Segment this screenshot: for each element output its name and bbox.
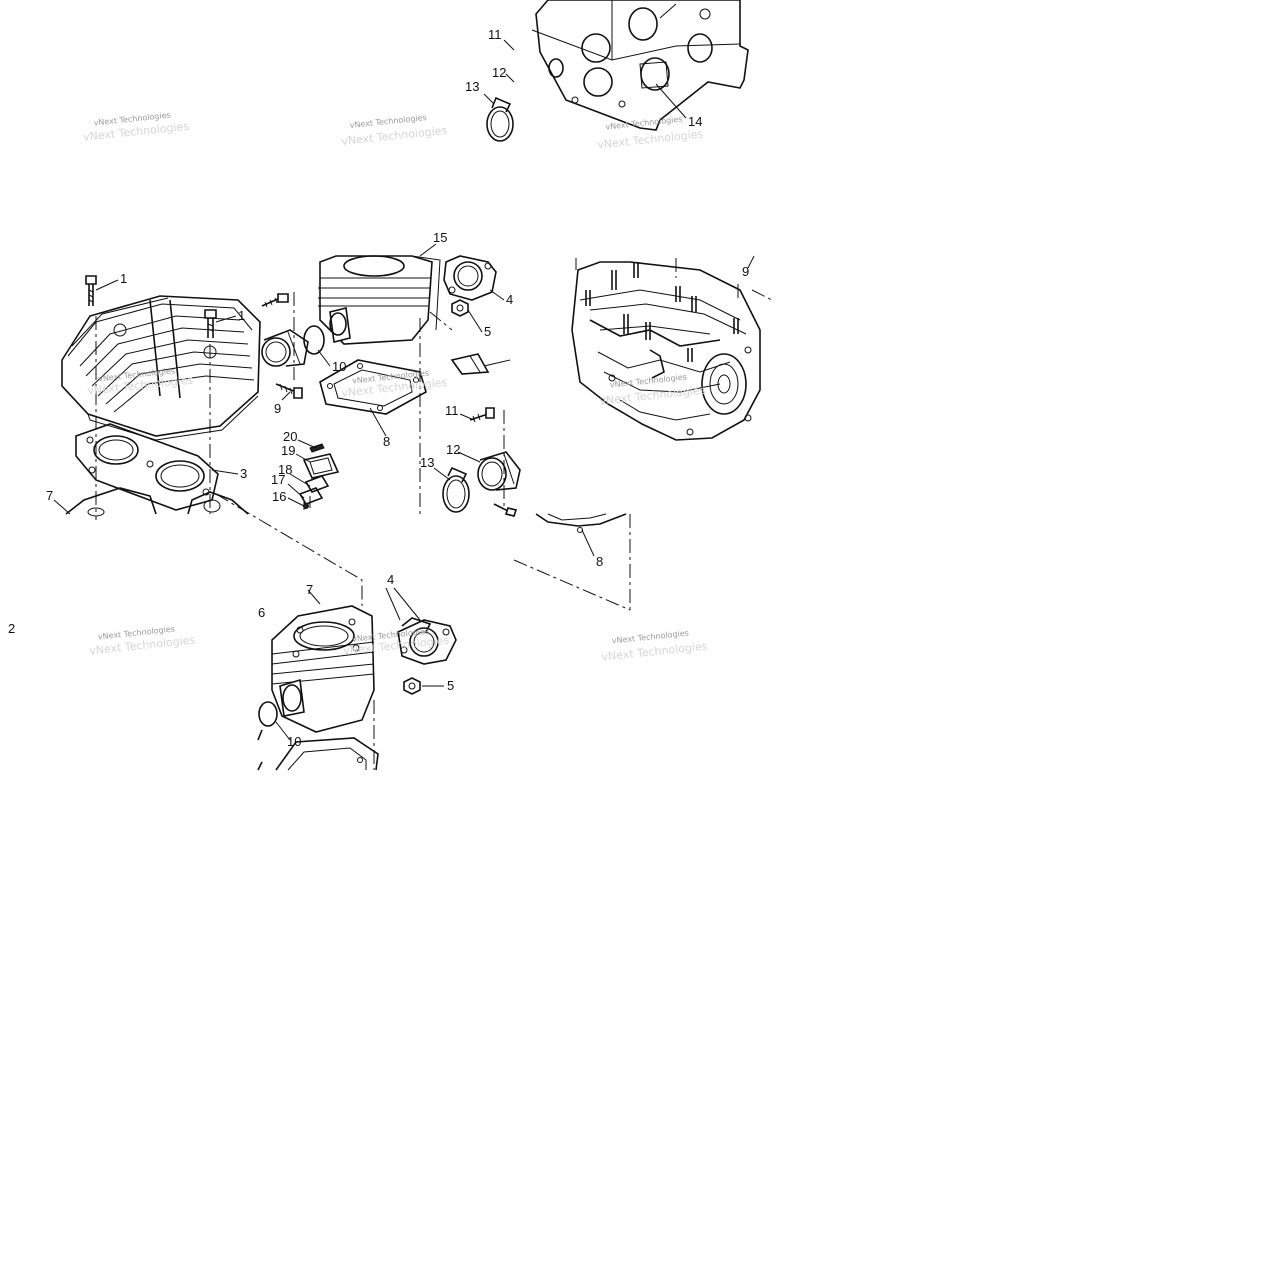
leader-lines xyxy=(53,3,755,741)
middle-screw-11 xyxy=(469,407,495,423)
upper-exhaust-flange xyxy=(443,255,497,301)
callout-11-middle: 11 xyxy=(445,403,459,418)
callout-10-upper: 10 xyxy=(332,359,346,374)
lower-base-gasket xyxy=(257,729,379,771)
callout-14: 14 xyxy=(688,114,702,129)
upper-screw-near-cylinder xyxy=(261,293,289,308)
callout-1-right: 1 xyxy=(238,308,245,323)
crankcase-studs xyxy=(585,262,739,362)
head-bolt-right xyxy=(204,309,217,338)
callout-10-lower: 10 xyxy=(287,734,301,749)
callout-7-left: 7 xyxy=(46,488,53,503)
watermark-shadow-3: vNext Technologies xyxy=(597,127,704,151)
head-bolt-left xyxy=(85,275,97,306)
callout-11-top: 11 xyxy=(488,27,502,42)
watermarks: vNext Technologies vNext Technologies vN… xyxy=(82,111,708,664)
lower-flange-nut xyxy=(403,677,421,695)
upper-intake-boot xyxy=(261,329,309,367)
callout-2: 2 xyxy=(8,621,15,636)
upper-o-ring xyxy=(303,325,325,355)
callout-16: 16 xyxy=(272,489,286,504)
callout-18: 18 xyxy=(278,462,292,477)
middle-intake-boot xyxy=(477,451,521,491)
callout-13-middle: 13 xyxy=(420,455,434,470)
callout-5-lower: 5 xyxy=(447,678,454,693)
lower-exhaust-flange xyxy=(397,617,457,665)
callout-9-left: 9 xyxy=(274,401,281,416)
callout-8-upper: 8 xyxy=(383,434,390,449)
callout-13-top: 13 xyxy=(465,79,479,94)
reed-valve-assembly xyxy=(298,443,340,510)
callout-7-lower: 7 xyxy=(306,582,313,597)
callout-3: 3 xyxy=(240,466,247,481)
upper-cylinder xyxy=(318,255,441,345)
callout-labels: 1 1 2 3 4 4 5 5 6 7 7 8 8 9 9 10 10 11 1… xyxy=(8,27,749,749)
callout-15: 15 xyxy=(433,230,447,245)
callout-1-left: 1 xyxy=(120,271,127,286)
callout-12-middle: 12 xyxy=(446,442,460,457)
lower-o-ring xyxy=(258,701,278,727)
callout-17: 17 xyxy=(271,472,285,487)
callout-8-lower: 8 xyxy=(596,554,603,569)
callout-4-upper: 4 xyxy=(506,292,513,307)
alignment-lines xyxy=(95,258,773,770)
middle-hose-clamp xyxy=(442,466,470,513)
lower-left-fragments xyxy=(65,487,249,517)
upper-flange-nut xyxy=(451,299,469,317)
upper-screw-9 xyxy=(275,383,303,399)
callout-4-lower: 4 xyxy=(387,572,394,587)
callout-19: 19 xyxy=(281,443,295,458)
crankcase xyxy=(571,261,761,441)
callout-5-upper: 5 xyxy=(484,324,491,339)
upper-base-gasket xyxy=(319,359,427,415)
wedge-plate xyxy=(450,353,490,375)
lower-right-gasket xyxy=(535,513,627,533)
middle-lower-screw xyxy=(493,503,518,517)
callout-20: 20 xyxy=(283,429,297,444)
callout-9-right: 9 xyxy=(742,264,749,279)
callout-6: 6 xyxy=(258,605,265,620)
top-gasket-fragment xyxy=(531,0,749,131)
callout-12-top: 12 xyxy=(492,65,506,80)
lower-cylinder xyxy=(271,605,375,733)
top-hose-clamp xyxy=(486,96,514,142)
